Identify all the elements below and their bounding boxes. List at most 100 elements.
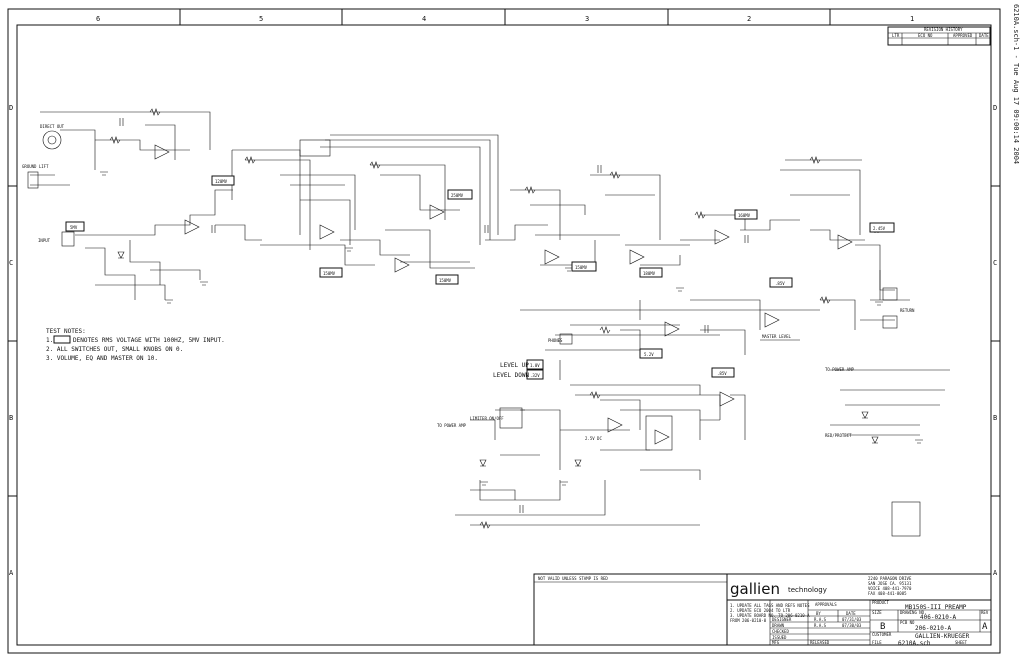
- address-line-4: FAX 408-441-8085: [868, 591, 907, 596]
- address-line-3: VOICE 408-441-7970: [868, 586, 912, 591]
- pcb-no: 206-0210-A: [915, 625, 952, 632]
- mfg-label: MFG: [772, 640, 780, 645]
- test-note-1-box-symbol: [53, 335, 71, 344]
- zone-left-b: B: [9, 414, 13, 422]
- rev-value: A: [982, 622, 988, 632]
- by-label: BY: [816, 611, 821, 616]
- voltage-label-150mv-b: 150MV: [439, 278, 452, 283]
- released-label: RELEASED: [810, 640, 830, 645]
- voltage-label-150mv-c: 150MV: [575, 265, 588, 270]
- zone-left-a: A: [9, 569, 14, 577]
- zone-top-6: 6: [96, 15, 100, 23]
- inner-border: [16, 24, 992, 646]
- voltage-label-2-5v-dc: 2.5V DC: [585, 436, 602, 441]
- voltage-label-120mv: 120MV: [215, 179, 228, 184]
- zone-top-3: 3: [585, 15, 589, 23]
- voltage-label-85v-b: .85V: [717, 371, 727, 376]
- zone-top-5: 5: [259, 15, 263, 23]
- ground-symbols: [100, 171, 923, 486]
- rev-header-ltr: LTR: [892, 33, 900, 38]
- zone-ticks: [8, 9, 1000, 497]
- zone-left-c: C: [9, 259, 13, 267]
- product-label: PRODUCT: [872, 600, 889, 605]
- revision-history-table: REVISION HISTORY LTR ECO NO APPROVED DAT…: [887, 26, 991, 46]
- drawn-label: DRAWN: [772, 623, 785, 628]
- zone-top-1: 1: [910, 15, 914, 23]
- rev-header-eco: ECO NO: [918, 33, 933, 38]
- voltage-label-180mv: 180MV: [643, 271, 656, 276]
- label-limiter-onoff: LIMITER ON/OFF: [470, 416, 504, 421]
- size-label: SIZE: [872, 610, 882, 615]
- title-note-2: 2. UPDATE ECO 2004 TO LTR: [730, 608, 791, 613]
- voltage-label-32v: .32V: [530, 373, 540, 378]
- address-line-2: SAN JOSE CA. 95131: [868, 581, 912, 586]
- size-value: B: [880, 622, 885, 632]
- zone-top-4: 4: [422, 15, 426, 23]
- file-name: 6210A.sch: [898, 640, 931, 647]
- label-red-protect: RED/PROTECT: [825, 433, 852, 438]
- title-note-3: 3. UPDATE BOARD NO. TO 206-0210-A: [730, 613, 810, 618]
- rev-label: REV: [981, 610, 989, 615]
- test-note-1-prefix: 1.: [46, 337, 53, 344]
- designer-date: 07/31/03: [842, 617, 862, 622]
- customer-name: GALLIEN-KRUEGER: [915, 633, 970, 640]
- zone-right-d: D: [993, 104, 997, 112]
- company-logo: gallien: [730, 580, 780, 598]
- connector-symbols: [27, 130, 921, 537]
- test-notes-title: TEST NOTES:: [46, 328, 86, 335]
- test-note-3: 3. VOLUME, EQ AND MASTER ON 10.: [46, 355, 158, 362]
- voltage-label-5-2v: 5.2V: [644, 352, 654, 357]
- label-input: INPUT: [38, 238, 51, 243]
- rev-header-approved: APPROVED: [953, 33, 973, 38]
- zone-top-2: 2: [747, 15, 751, 23]
- designer-by: R.A.S: [814, 617, 827, 622]
- test-note-2: 2. ALL SWITCHES OUT, SMALL KNOBS ON 0.: [46, 346, 183, 353]
- label-phones: PHONES: [548, 338, 563, 343]
- label-level-down: LEVEL DOWN: [493, 372, 530, 379]
- label-direct-out: DIRECT OUT: [40, 124, 65, 129]
- drawn-date: 07/30/03: [842, 623, 862, 628]
- address-line-1: 2240 PARAGON DRIVE: [868, 576, 912, 581]
- voltage-label-5mv: 5MV: [70, 225, 78, 230]
- diode-symbols: [117, 251, 879, 467]
- title-block: NOT VALID UNLESS STAMP IS RED gallien te…: [533, 573, 992, 647]
- company-logo-suffix: technology: [788, 586, 827, 594]
- approvals-label: APPROVALS: [815, 602, 837, 607]
- drawing-no-label: DRAWING NO.: [900, 610, 927, 615]
- title-note-4: FROM 206-0210-0: [730, 618, 767, 623]
- customer-label: CUSTOMER: [872, 632, 892, 637]
- revision-history-title: REVISION HISTORY: [924, 27, 963, 32]
- issued-label: ISSUED: [772, 635, 787, 640]
- test-note-1-text: DENOTES RMS VOLTAGE WITH 100HZ, 5MV INPU…: [73, 337, 225, 344]
- voltage-label-250mv: 250MV: [451, 193, 464, 198]
- op-amp-symbols: [154, 144, 853, 445]
- label-master: MASTER LEVEL: [762, 334, 791, 339]
- zone-right-b: B: [993, 414, 997, 422]
- label-to-power-amp-b: TO POWER AMP: [825, 367, 854, 372]
- outer-border: [7, 8, 1001, 654]
- voltage-label-1-0v: 1.0V: [530, 363, 540, 368]
- schematic-wires: [30, 111, 950, 526]
- title-note-1: 1. UPDATE ALL TAGS AND REFS NOTES: [730, 603, 810, 608]
- designer-label: DESIGNER: [772, 617, 792, 622]
- label-ground-lift: GROUND LIFT: [22, 164, 49, 169]
- test-notes: TEST NOTES: 1. DENOTES RMS VOLTAGE WITH …: [46, 328, 225, 362]
- label-level-up: LEVEL UP: [500, 362, 529, 369]
- zone-right-c: C: [993, 259, 997, 267]
- rev-header-date: DATE: [979, 33, 989, 38]
- resistor-symbols: [109, 108, 831, 529]
- label-to-power-amp-a: TO POWER AMP: [437, 423, 466, 428]
- zone-left-d: D: [9, 104, 13, 112]
- stamp-note: NOT VALID UNLESS STAMP IS RED: [538, 576, 608, 581]
- drawing-no: 406-0210-A: [920, 614, 957, 621]
- pcb-no-label: PCB NO: [900, 620, 915, 625]
- product-name: MB150S-III PREAMP: [905, 604, 967, 611]
- zone-right-a: A: [993, 569, 998, 577]
- voltage-label-85v-a: .85V: [775, 281, 785, 286]
- label-return: RETURN: [900, 308, 915, 313]
- voltage-label-160mv: 160MV: [738, 213, 751, 218]
- date-label: DATE: [846, 611, 856, 616]
- drawn-by: R.A.S: [814, 623, 827, 628]
